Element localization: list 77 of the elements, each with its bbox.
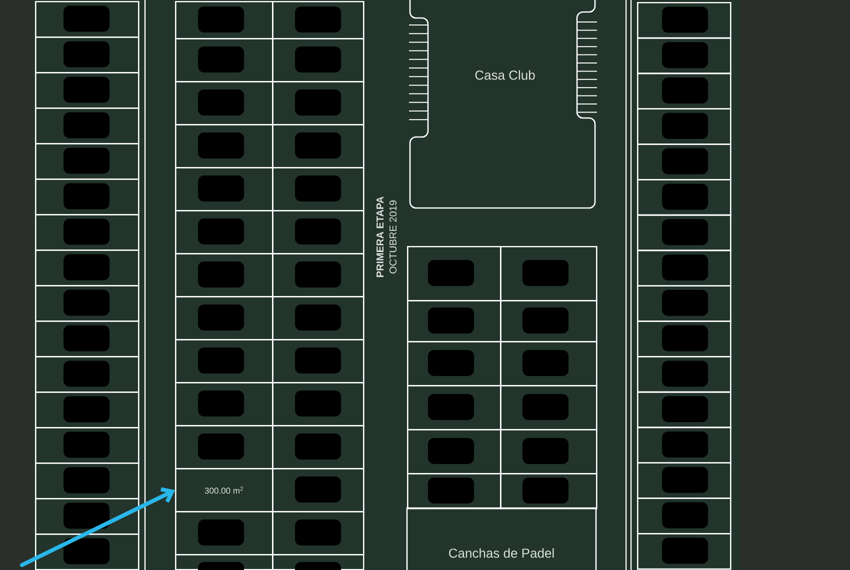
redacted-lot-box (637, 37, 732, 74)
redacted-lot-box (637, 250, 732, 286)
redacted-lot-box (407, 385, 502, 430)
redacted-lot-box (637, 426, 732, 464)
redacted-lot-box (175, 511, 274, 556)
phase-label: PRIMERA ETAPA (376, 196, 384, 277)
redacted-lot-box (637, 144, 732, 180)
redacted-lot-box (35, 320, 140, 358)
redacted-lot-box (272, 167, 364, 212)
redacted-lot-box (35, 498, 140, 535)
redacted-lot-box (35, 392, 140, 428)
redacted-lot-box (175, 554, 274, 570)
court-area: Canchas de Padel (406, 507, 597, 570)
redacted-lot-box (637, 462, 732, 499)
redacted-lot-box (175, 339, 274, 384)
redacted-lot-box (272, 296, 364, 340)
redacted-lot-box (35, 1, 140, 38)
redacted-lot-box (272, 382, 364, 426)
redacted-lot-box (272, 554, 364, 570)
redacted-lot-box (637, 285, 732, 322)
redacted-lot-box (272, 38, 364, 82)
redacted-lot-box (35, 142, 140, 180)
redacted-lot-box (500, 246, 598, 302)
redacted-lot-box (175, 124, 274, 168)
lot-box: 300.00 m$^{2}$ (175, 468, 274, 512)
redacted-lot-box (637, 179, 732, 216)
redacted-lot-box (35, 462, 140, 500)
redacted-lot-box (272, 81, 364, 126)
redacted-lot-box (35, 72, 140, 109)
redacted-lot-box (407, 246, 502, 302)
redacted-lot-box (175, 1, 274, 40)
redacted-lot-box (175, 296, 274, 340)
redacted-lot-box (35, 36, 140, 74)
redacted-lot-box (35, 427, 140, 464)
redacted-lot-box (272, 468, 364, 512)
redacted-lot-box (175, 210, 274, 254)
redacted-lot-box (272, 1, 364, 40)
redacted-lot-box (637, 108, 732, 145)
redacted-lot-box (35, 285, 140, 322)
redacted-lot-box (407, 473, 502, 510)
redacted-lot-box (637, 533, 732, 570)
redacted-lot-box (500, 429, 598, 474)
redacted-lot-box (637, 320, 732, 358)
redacted-lot-box (272, 124, 364, 168)
redacted-lot-box (637, 214, 732, 252)
redacted-lot-box (500, 300, 598, 342)
redacted-lot-box (35, 356, 140, 393)
redacted-lot-box (175, 38, 274, 82)
redacted-lot-box (35, 250, 140, 286)
redacted-lot-box (272, 339, 364, 384)
redacted-lot-box (272, 511, 364, 556)
redacted-lot-box (637, 72, 732, 110)
redacted-lot-box (175, 167, 274, 212)
redacted-lot-box (35, 178, 140, 216)
redacted-lot-box (175, 425, 274, 470)
phase-label: OCTUBRE 2019 (389, 200, 397, 274)
redacted-lot-box (407, 300, 502, 342)
clubhouse-outline: Casa Club (408, 0, 598, 209)
redacted-lot-box (407, 341, 502, 386)
redacted-lot-box (272, 210, 364, 254)
redacted-lot-box (637, 391, 732, 428)
redacted-lot-box (637, 356, 732, 393)
redacted-lot-box (35, 214, 140, 251)
redacted-lot-box (500, 341, 598, 386)
redacted-lot-box (500, 385, 598, 430)
arrow (20, 487, 175, 567)
redacted-lot-box (175, 382, 274, 426)
redacted-lot-box (637, 498, 732, 534)
redacted-lot-box (272, 425, 364, 470)
redacted-lot-box (637, 2, 732, 39)
redacted-lot-box (175, 81, 274, 126)
redacted-lot-box (35, 108, 140, 144)
redacted-lot-box (500, 473, 598, 510)
redacted-lot-box (272, 253, 364, 298)
redacted-lot-box (35, 534, 140, 570)
redacted-lot-box (407, 429, 502, 474)
redacted-lot-box (175, 253, 274, 298)
